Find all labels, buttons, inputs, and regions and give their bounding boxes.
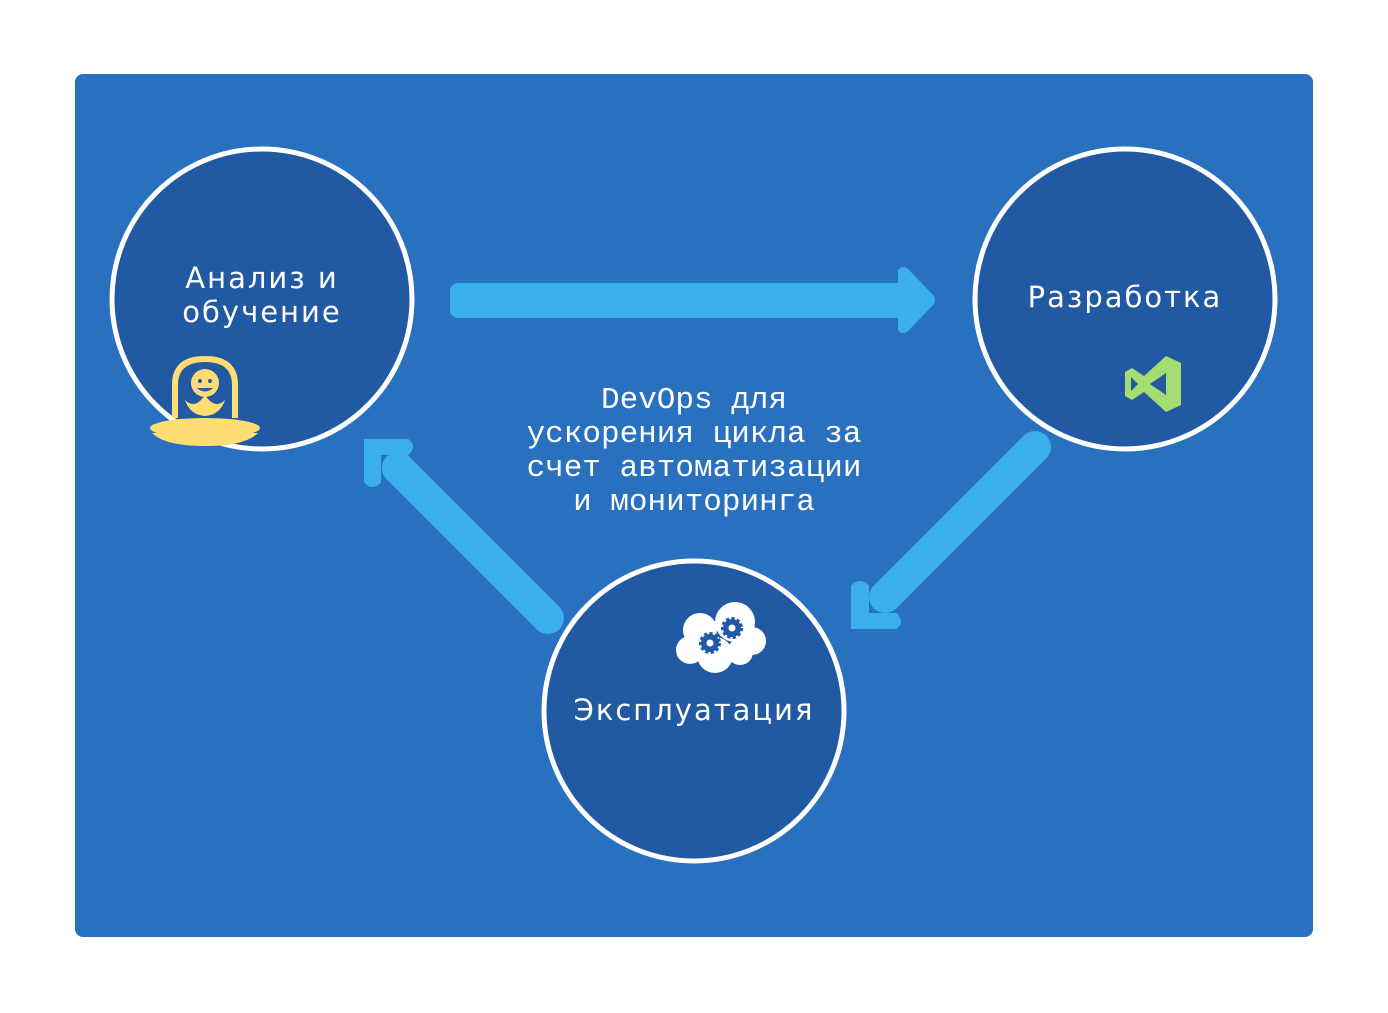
node-development: Разработка <box>972 146 1278 452</box>
center-caption-line: DevOps для <box>601 383 787 418</box>
node-operations: Эксплуатация <box>541 558 847 864</box>
cloud-gears-icon <box>676 602 766 673</box>
node-analysis: Анализ и обучение <box>109 146 415 452</box>
alien-ufo-icon <box>150 356 260 446</box>
center-caption: DevOps для ускорения цикла за счет автом… <box>527 383 862 520</box>
analysis-label-line2: обучение <box>182 295 341 329</box>
center-caption-line: счет автоматизации <box>527 451 862 486</box>
development-label: Разработка <box>1028 280 1223 314</box>
arrow-operations-to-analysis <box>364 439 564 634</box>
operations-label: Эксплуатация <box>574 693 815 727</box>
center-caption-line: и мониторинга <box>573 485 815 520</box>
arrow-development-to-operations <box>851 431 1051 629</box>
arrow-analysis-to-development <box>450 267 935 333</box>
visual-studio-icon <box>1125 356 1181 412</box>
center-caption-line: ускорения цикла за <box>527 417 862 452</box>
analysis-label-line1: Анализ и <box>185 261 338 295</box>
